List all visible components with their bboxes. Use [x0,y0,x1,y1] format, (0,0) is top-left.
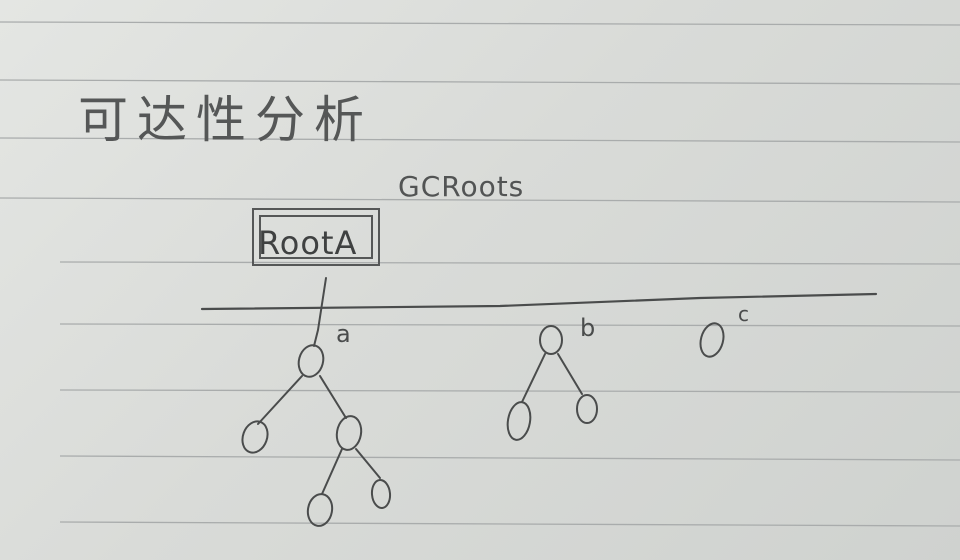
node-a [297,344,325,378]
ruled-line [0,79,960,85]
node-a-left-child [241,420,269,454]
root-to-a-edge [313,277,327,347]
ruled-line [0,137,960,143]
node-ar-left-child [306,493,334,527]
edge-a-left [257,375,303,425]
ruled-lines [0,21,960,527]
edge-b-left [521,353,546,403]
gc-roots-boundary-line [200,292,878,311]
node-c [699,322,725,358]
ruled-line [59,455,960,461]
edge-ar-left [321,448,343,495]
node-ar-right-child [370,479,392,509]
node-b-left-child [506,401,532,441]
node-a-right-child [335,415,363,451]
node-a-label: a [336,320,351,348]
root-a-box-inner [259,215,373,259]
ruled-line [59,323,960,327]
ruled-line [59,521,960,527]
node-b-right-child [576,394,598,424]
edge-ar-right [355,448,381,479]
page-title: 可达性分析 [78,91,373,149]
root-a-label: RootA [258,224,358,262]
ruled-line [0,21,960,26]
edge-b-right [557,353,583,395]
edge-a-right [319,375,347,419]
ruled-line [59,389,960,393]
ruled-line [0,197,960,203]
node-b-label: b [580,314,596,342]
node-c-label: c [738,302,749,326]
ruled-line [59,261,960,265]
node-b [539,325,563,355]
root-a-box [252,208,380,266]
gc-roots-label: GCRoots [398,170,525,203]
